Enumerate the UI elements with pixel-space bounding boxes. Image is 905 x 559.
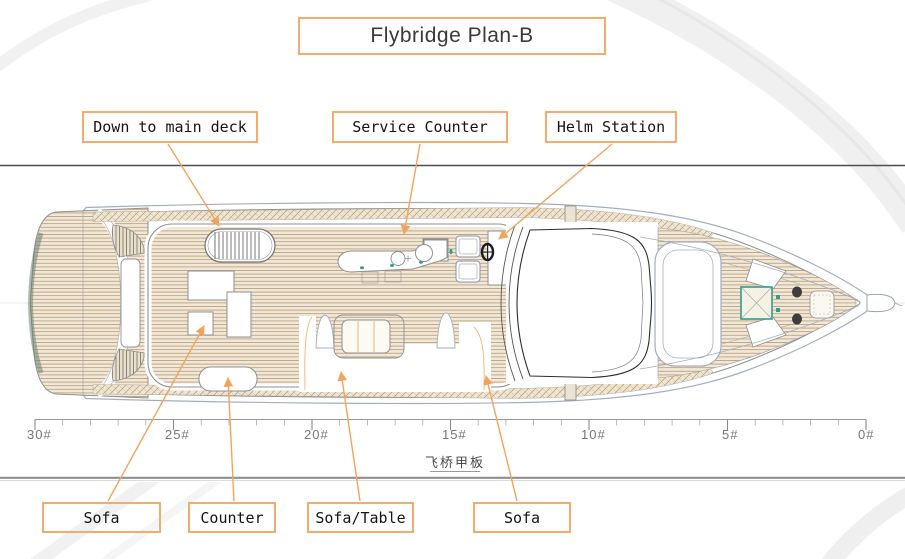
stairway: [204, 228, 276, 263]
ruler-label-25: 25#: [165, 427, 190, 442]
ruler: [34, 419, 867, 430]
ruler-label-10: 10#: [581, 427, 606, 442]
page-title: Flybridge Plan-B: [298, 17, 606, 55]
callout-sofa-aft: Sofa: [42, 502, 161, 533]
stern-platform: [27, 207, 149, 399]
leader-lines: [107, 143, 613, 502]
callout-counter: Counter: [188, 502, 276, 533]
callout-sofa-table: Sofa/Table: [307, 502, 414, 533]
cockpit-windshield: [500, 222, 658, 384]
ruler-label-30: 30#: [27, 427, 52, 442]
aft-sofa: [187, 270, 252, 338]
deck-caption: 飞桥甲板: [424, 456, 485, 471]
ruler-label-15: 15#: [442, 427, 467, 442]
callout-down-to-main-deck: Down to main deck: [82, 111, 258, 143]
callout-helm-station: Helm Station: [545, 111, 677, 143]
deck-caption-underline: [430, 471, 480, 472]
service-counter-group: [337, 238, 449, 284]
ruler-label-20: 20#: [304, 427, 329, 442]
callout-service-counter: Service Counter: [332, 111, 508, 143]
foredeck: [639, 227, 903, 379]
callout-sofa-side: Sofa: [473, 502, 571, 533]
sofa-table-group: [299, 312, 491, 392]
ruler-label-0: 0#: [858, 427, 875, 442]
ruler-label-5: 5#: [722, 427, 739, 442]
